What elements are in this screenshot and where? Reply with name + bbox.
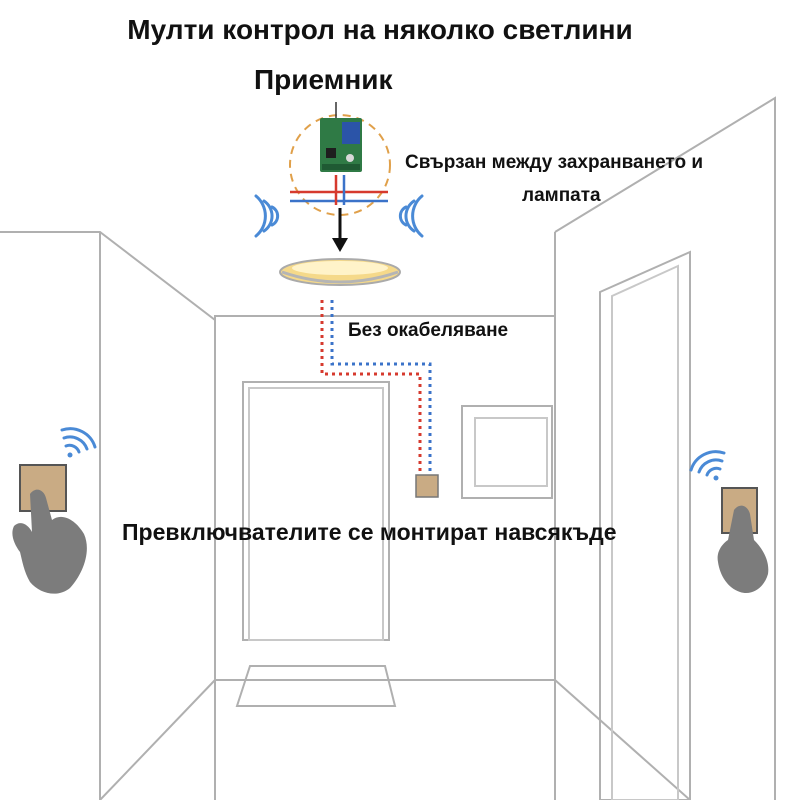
side-door bbox=[599, 250, 691, 800]
wall-switch-icon bbox=[415, 474, 439, 498]
wifi-signal-icon bbox=[689, 450, 726, 481]
wifi-signal-icon bbox=[60, 427, 97, 458]
hand-pointer-icon bbox=[717, 505, 769, 594]
receiver-label: Приемник bbox=[254, 64, 393, 95]
connection-note-line2: лампата bbox=[522, 185, 601, 206]
connection-note-line1: Свързан между захранването и bbox=[405, 152, 704, 173]
wireless-note: Без окабеляване bbox=[348, 320, 509, 341]
relay-receiver-icon bbox=[320, 102, 362, 172]
hand-pointer-icon bbox=[12, 489, 87, 594]
wire-blue-dotted bbox=[330, 300, 432, 476]
switches-note: Превключвателите се монтират навсякъде bbox=[122, 519, 617, 545]
arrow-down-icon bbox=[332, 208, 348, 252]
power-wires bbox=[290, 175, 388, 205]
door bbox=[242, 381, 390, 641]
left-switch-group bbox=[12, 427, 97, 594]
wifi-signal-icon bbox=[254, 194, 424, 238]
receiver-halo bbox=[289, 114, 391, 216]
wall-frame bbox=[461, 405, 553, 499]
right-wall bbox=[554, 96, 776, 800]
wireless-path bbox=[320, 300, 432, 476]
wire-red-dotted bbox=[320, 300, 422, 476]
doormat bbox=[235, 665, 397, 707]
ceiling-lamp-icon bbox=[279, 258, 401, 286]
diagram-title: Мулти контрол на няколко светлини bbox=[127, 14, 633, 45]
right-switch-group bbox=[689, 450, 769, 594]
room-walls bbox=[0, 96, 776, 800]
